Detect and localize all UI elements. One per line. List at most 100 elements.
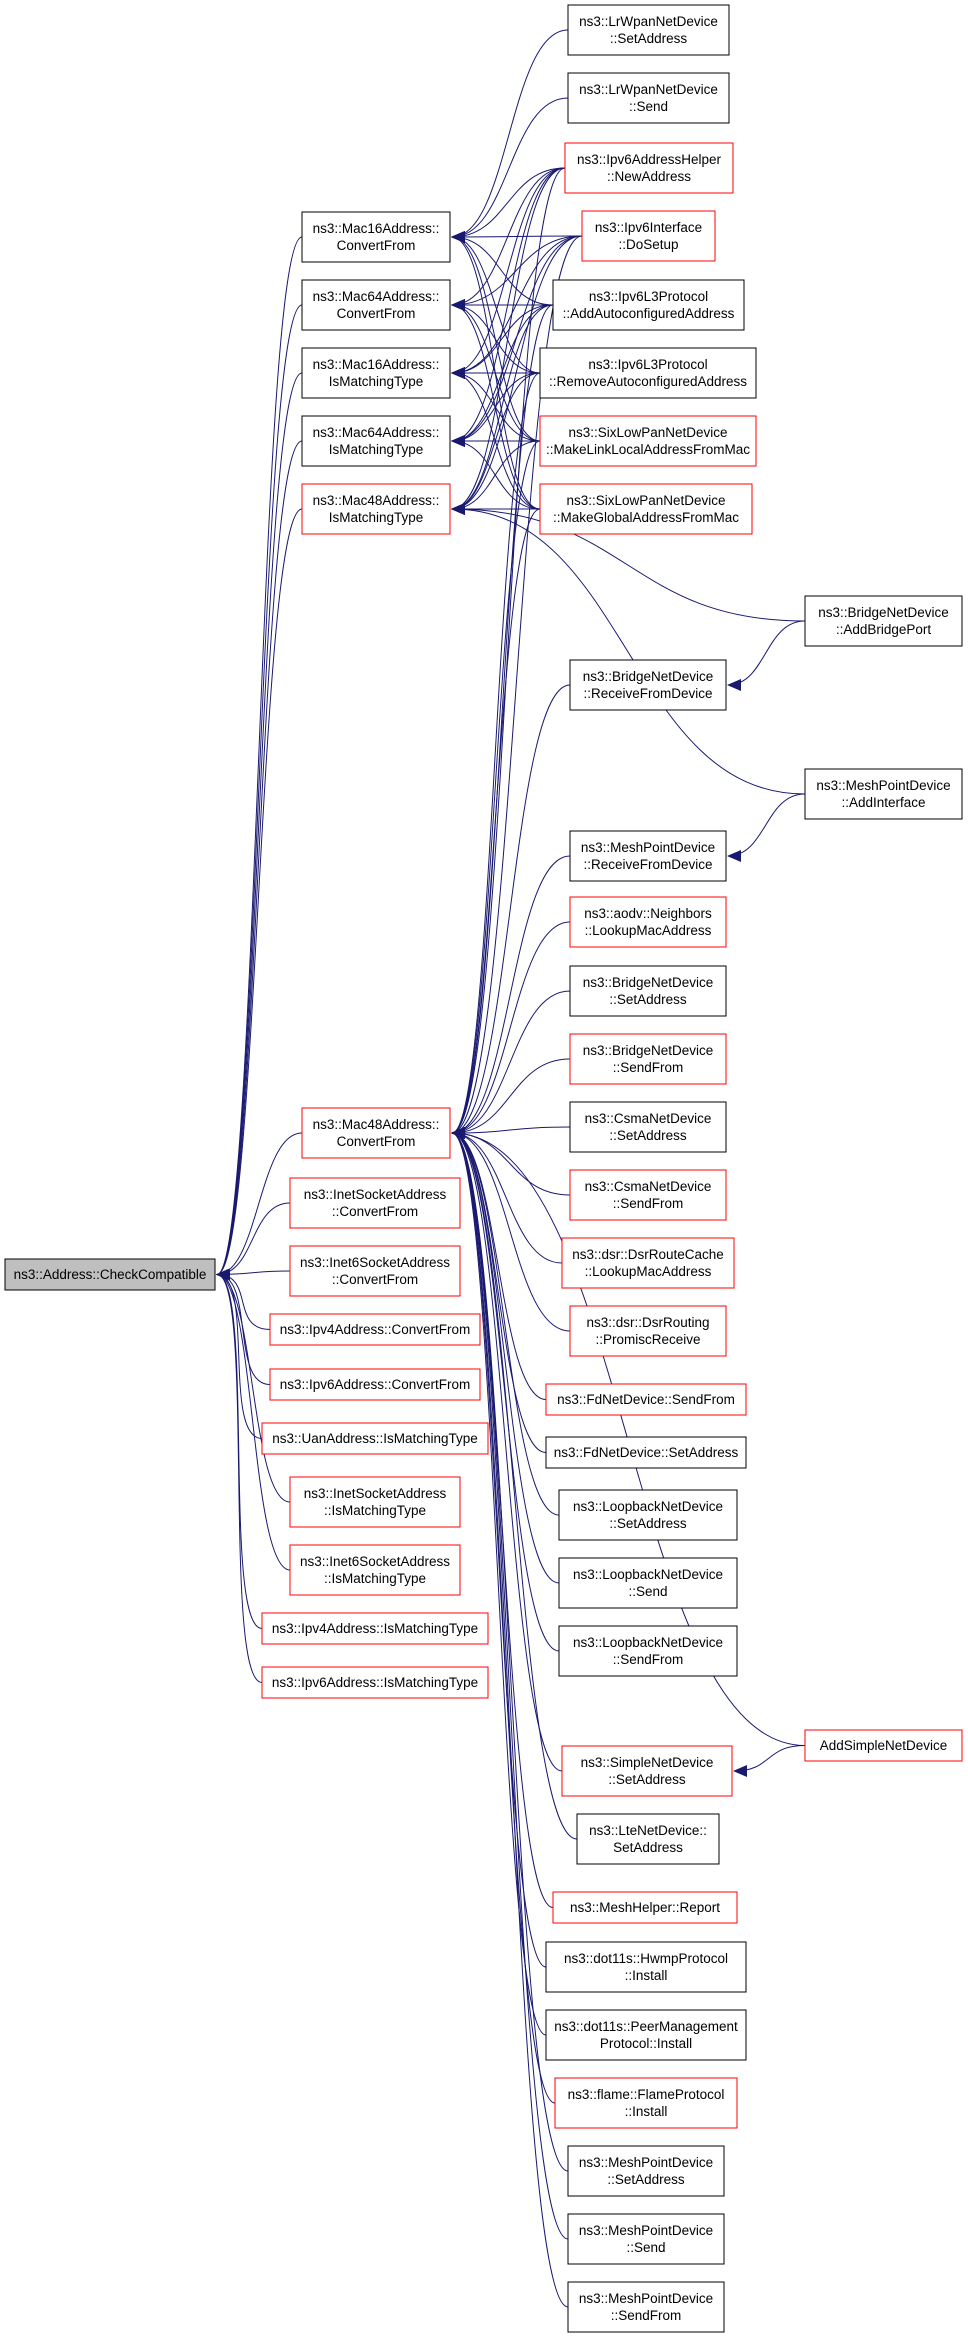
- node-m48cf[interactable]: ns3::Mac48Address::ConvertFrom: [301, 1107, 451, 1159]
- node-box[interactable]: [558, 1625, 738, 1677]
- node-meshsend[interactable]: ns3::MeshPointDevice::Send: [567, 2213, 725, 2265]
- node-aodv[interactable]: ns3::aodv::Neighbors::LookupMacAddress: [569, 896, 727, 948]
- node-box[interactable]: [552, 1891, 738, 1924]
- node-box[interactable]: [289, 1245, 461, 1297]
- node-fdsendfrom[interactable]: ns3::FdNetDevice::SendFrom: [545, 1383, 747, 1416]
- node-dsrcache[interactable]: ns3::dsr::DsrRouteCache::LookupMacAddres…: [561, 1237, 735, 1289]
- node-box[interactable]: [289, 1177, 461, 1229]
- node-inet6mt[interactable]: ns3::Inet6SocketAddress::IsMatchingType: [289, 1544, 461, 1596]
- node-ipv4cf[interactable]: ns3::Ipv4Address::ConvertFrom: [269, 1313, 481, 1346]
- node-sixlink[interactable]: ns3::SixLowPanNetDevice::MakeLinkLocalAd…: [539, 415, 757, 467]
- node-ipv6iface[interactable]: ns3::Ipv6Interface::DoSetup: [581, 210, 716, 262]
- node-simpleset[interactable]: ns3::SimpleNetDevice::SetAddress: [561, 1745, 733, 1797]
- node-box[interactable]: [569, 965, 727, 1017]
- node-csmasendfrom[interactable]: ns3::CsmaNetDevice::SendFrom: [569, 1169, 727, 1221]
- node-fdset[interactable]: ns3::FdNetDevice::SetAddress: [545, 1436, 747, 1469]
- node-box[interactable]: [561, 1237, 735, 1289]
- node-sixglob[interactable]: ns3::SixLowPanNetDevice::MakeGlobalAddre…: [539, 483, 753, 535]
- node-addsimple[interactable]: AddSimpleNetDevice: [804, 1729, 963, 1762]
- node-inet6cf[interactable]: ns3::Inet6SocketAddress::ConvertFrom: [289, 1245, 461, 1297]
- node-box[interactable]: [269, 1368, 481, 1401]
- node-csmaset[interactable]: ns3::CsmaNetDevice::SetAddress: [569, 1101, 727, 1153]
- node-lrsend[interactable]: ns3::LrWpanNetDevice::Send: [567, 72, 730, 124]
- node-root[interactable]: ns3::Address::CheckCompatible: [4, 1258, 216, 1291]
- node-box[interactable]: [558, 1489, 738, 1541]
- node-meshset[interactable]: ns3::MeshPointDevice::SetAddress: [567, 2145, 725, 2197]
- node-bridgerecv[interactable]: ns3::BridgeNetDevice::ReceiveFromDevice: [569, 659, 727, 711]
- node-box[interactable]: [554, 2077, 738, 2129]
- node-box[interactable]: [301, 1107, 451, 1159]
- node-m64mt[interactable]: ns3::Mac64Address::IsMatchingType: [301, 415, 451, 467]
- node-bridgesendfrom[interactable]: ns3::BridgeNetDevice::SendFrom: [569, 1033, 727, 1085]
- node-box[interactable]: [569, 1169, 727, 1221]
- node-box[interactable]: [561, 1745, 733, 1797]
- node-inetmt[interactable]: ns3::InetSocketAddress::IsMatchingType: [289, 1476, 461, 1528]
- node-box[interactable]: [289, 1544, 461, 1596]
- node-box[interactable]: [581, 210, 716, 262]
- node-box[interactable]: [261, 1612, 489, 1645]
- node-box[interactable]: [804, 768, 963, 820]
- node-box[interactable]: [552, 279, 745, 331]
- node-m64cf[interactable]: ns3::Mac64Address::ConvertFrom: [301, 279, 451, 331]
- node-box[interactable]: [261, 1422, 489, 1455]
- node-box[interactable]: [261, 1666, 489, 1699]
- node-box[interactable]: [569, 1101, 727, 1153]
- node-m16mt[interactable]: ns3::Mac16Address::IsMatchingType: [301, 347, 451, 399]
- node-box[interactable]: [569, 896, 727, 948]
- node-box[interactable]: [545, 1383, 747, 1416]
- node-lrset[interactable]: ns3::LrWpanNetDevice::SetAddress: [567, 4, 730, 56]
- node-box[interactable]: [269, 1313, 481, 1346]
- node-box[interactable]: [569, 830, 727, 882]
- node-box[interactable]: [569, 659, 727, 711]
- node-box[interactable]: [569, 1305, 727, 1357]
- node-m16cf[interactable]: ns3::Mac16Address::ConvertFrom: [301, 211, 451, 263]
- node-box[interactable]: [567, 2281, 725, 2333]
- node-loopsendfrom[interactable]: ns3::LoopbackNetDevice::SendFrom: [558, 1625, 738, 1677]
- node-bridgeset[interactable]: ns3::BridgeNetDevice::SetAddress: [569, 965, 727, 1017]
- node-loopset[interactable]: ns3::LoopbackNetDevice::SetAddress: [558, 1489, 738, 1541]
- node-box[interactable]: [558, 1557, 738, 1609]
- node-box[interactable]: [4, 1258, 216, 1291]
- node-box[interactable]: [539, 347, 757, 399]
- node-ipv6helper[interactable]: ns3::Ipv6AddressHelper::NewAddress: [564, 142, 734, 194]
- node-box[interactable]: [545, 2009, 747, 2061]
- node-meshrecv[interactable]: ns3::MeshPointDevice::ReceiveFromDevice: [569, 830, 727, 882]
- node-box[interactable]: [804, 595, 963, 647]
- node-loopsend[interactable]: ns3::LoopbackNetDevice::Send: [558, 1557, 738, 1609]
- node-uanmt[interactable]: ns3::UanAddress::IsMatchingType: [261, 1422, 489, 1455]
- node-box[interactable]: [289, 1476, 461, 1528]
- node-box[interactable]: [564, 142, 734, 194]
- node-box[interactable]: [301, 279, 451, 331]
- node-box[interactable]: [569, 1033, 727, 1085]
- node-box[interactable]: [567, 2213, 725, 2265]
- node-bridgeadd[interactable]: ns3::BridgeNetDevice::AddBridgePort: [804, 595, 963, 647]
- node-ipv6cf[interactable]: ns3::Ipv6Address::ConvertFrom: [269, 1368, 481, 1401]
- node-ipv4mt[interactable]: ns3::Ipv4Address::IsMatchingType: [261, 1612, 489, 1645]
- node-dsrrouting[interactable]: ns3::dsr::DsrRouting::PromiscReceive: [569, 1305, 727, 1357]
- node-l3add[interactable]: ns3::Ipv6L3Protocol::AddAutoconfiguredAd…: [552, 279, 745, 331]
- node-meshreport[interactable]: ns3::MeshHelper::Report: [552, 1891, 738, 1924]
- node-box[interactable]: [545, 1941, 747, 1993]
- node-box[interactable]: [545, 1436, 747, 1469]
- node-box[interactable]: [567, 4, 730, 56]
- node-box[interactable]: [301, 415, 451, 467]
- node-flame[interactable]: ns3::flame::FlameProtocol::Install: [554, 2077, 738, 2129]
- node-box[interactable]: [539, 483, 753, 535]
- node-box[interactable]: [301, 211, 451, 263]
- node-box[interactable]: [539, 415, 757, 467]
- node-meshaddif[interactable]: ns3::MeshPointDevice::AddInterface: [804, 768, 963, 820]
- node-l3rem[interactable]: ns3::Ipv6L3Protocol::RemoveAutoconfigure…: [539, 347, 757, 399]
- node-box[interactable]: [567, 72, 730, 124]
- node-box[interactable]: [804, 1729, 963, 1762]
- node-lteset[interactable]: ns3::LteNetDevice::SetAddress: [576, 1813, 720, 1865]
- node-hwmp[interactable]: ns3::dot11s::HwmpProtocol::Install: [545, 1941, 747, 1993]
- node-inetcf[interactable]: ns3::InetSocketAddress::ConvertFrom: [289, 1177, 461, 1229]
- node-m48mt[interactable]: ns3::Mac48Address::IsMatchingType: [301, 483, 451, 535]
- node-meshsendfrom[interactable]: ns3::MeshPointDevice::SendFrom: [567, 2281, 725, 2333]
- node-ipv6mt[interactable]: ns3::Ipv6Address::IsMatchingType: [261, 1666, 489, 1699]
- node-box[interactable]: [567, 2145, 725, 2197]
- node-peermgmt[interactable]: ns3::dot11s::PeerManagementProtocol::Ins…: [545, 2009, 747, 2061]
- node-box[interactable]: [301, 347, 451, 399]
- node-box[interactable]: [301, 483, 451, 535]
- node-box[interactable]: [576, 1813, 720, 1865]
